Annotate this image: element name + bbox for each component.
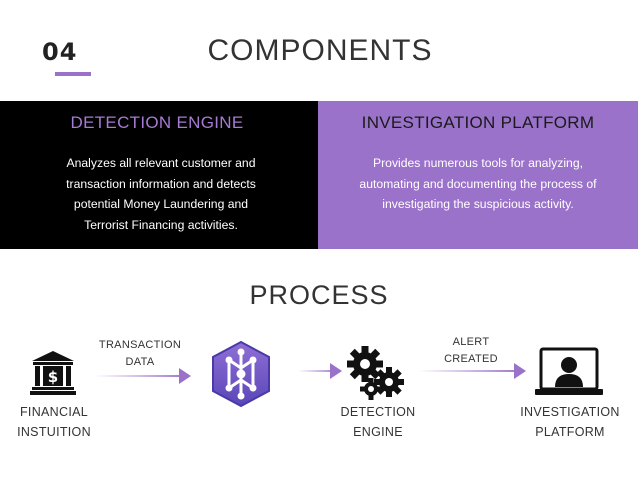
svg-text:$: $ (48, 368, 58, 386)
computer-user-icon (535, 346, 603, 400)
slide-number-underline (55, 72, 91, 76)
detection-engine-line: Terrorist Financing activities. (84, 217, 238, 232)
investigation-platform-panel: INVESTIGATION PLATFORM Provides numerous… (318, 101, 638, 249)
financial-institution-label: FINANCIAL INSTUITION (4, 402, 104, 442)
investigation-platform-line: investigating the suspicious activity. (382, 197, 574, 211)
detection-engine-label-line: DETECTION (340, 405, 416, 419)
financial-institution-label-line: INSTUITION (17, 425, 91, 439)
detection-engine-heading: DETECTION ENGINE (70, 113, 244, 132)
alert-created-label: ALERT CREATED (430, 334, 512, 368)
detection-engine-line: transaction information and detects (66, 176, 256, 191)
hub-to-engine-arrow (298, 363, 342, 379)
alert-created-label-line: CREATED (444, 353, 498, 365)
network-hexagon-icon (210, 340, 272, 408)
investigation-platform-line: automating and documenting the process o… (359, 176, 597, 191)
alert-created-label-line: ALERT (452, 336, 490, 348)
detection-engine-line: potential Money Laundering and (73, 197, 249, 211)
investigation-platform-label-line: PLATFORM (535, 425, 605, 439)
alert-arrow (418, 363, 526, 379)
transaction-data-label-line: TRANSACTION (98, 339, 182, 351)
detection-engine-line: Analyzes all relevant customer and (66, 156, 256, 170)
detection-engine-panel: DETECTION ENGINE Analyzes all relevant c… (0, 101, 318, 249)
investigation-platform-label: INVESTIGATION PLATFORM (510, 402, 630, 442)
detection-engine-label-line: ENGINE (353, 425, 403, 439)
slide-number: 04 (42, 38, 78, 66)
investigation-platform-heading: INVESTIGATION PLATFORM (361, 113, 595, 132)
transaction-data-label: TRANSACTION DATA (92, 337, 188, 371)
process-title: PROCESS (249, 280, 389, 310)
bank-icon: $ (30, 349, 76, 395)
financial-institution-label-line: FINANCIAL (20, 405, 88, 419)
investigation-platform-line: Provides numerous tools for analyzing, (372, 156, 583, 170)
investigation-platform-description: Provides numerous tools for analyzing, a… (326, 153, 630, 215)
investigation-platform-label-line: INVESTIGATION (520, 405, 620, 419)
detection-engine-description: Analyzes all relevant customer and trans… (40, 153, 282, 235)
transaction-data-label-line: DATA (125, 356, 155, 368)
gears-icon (345, 344, 407, 400)
detection-engine-label: DETECTION ENGINE (330, 402, 426, 442)
components-title: COMPONENTS (207, 34, 433, 67)
transaction-arrow (95, 368, 191, 384)
